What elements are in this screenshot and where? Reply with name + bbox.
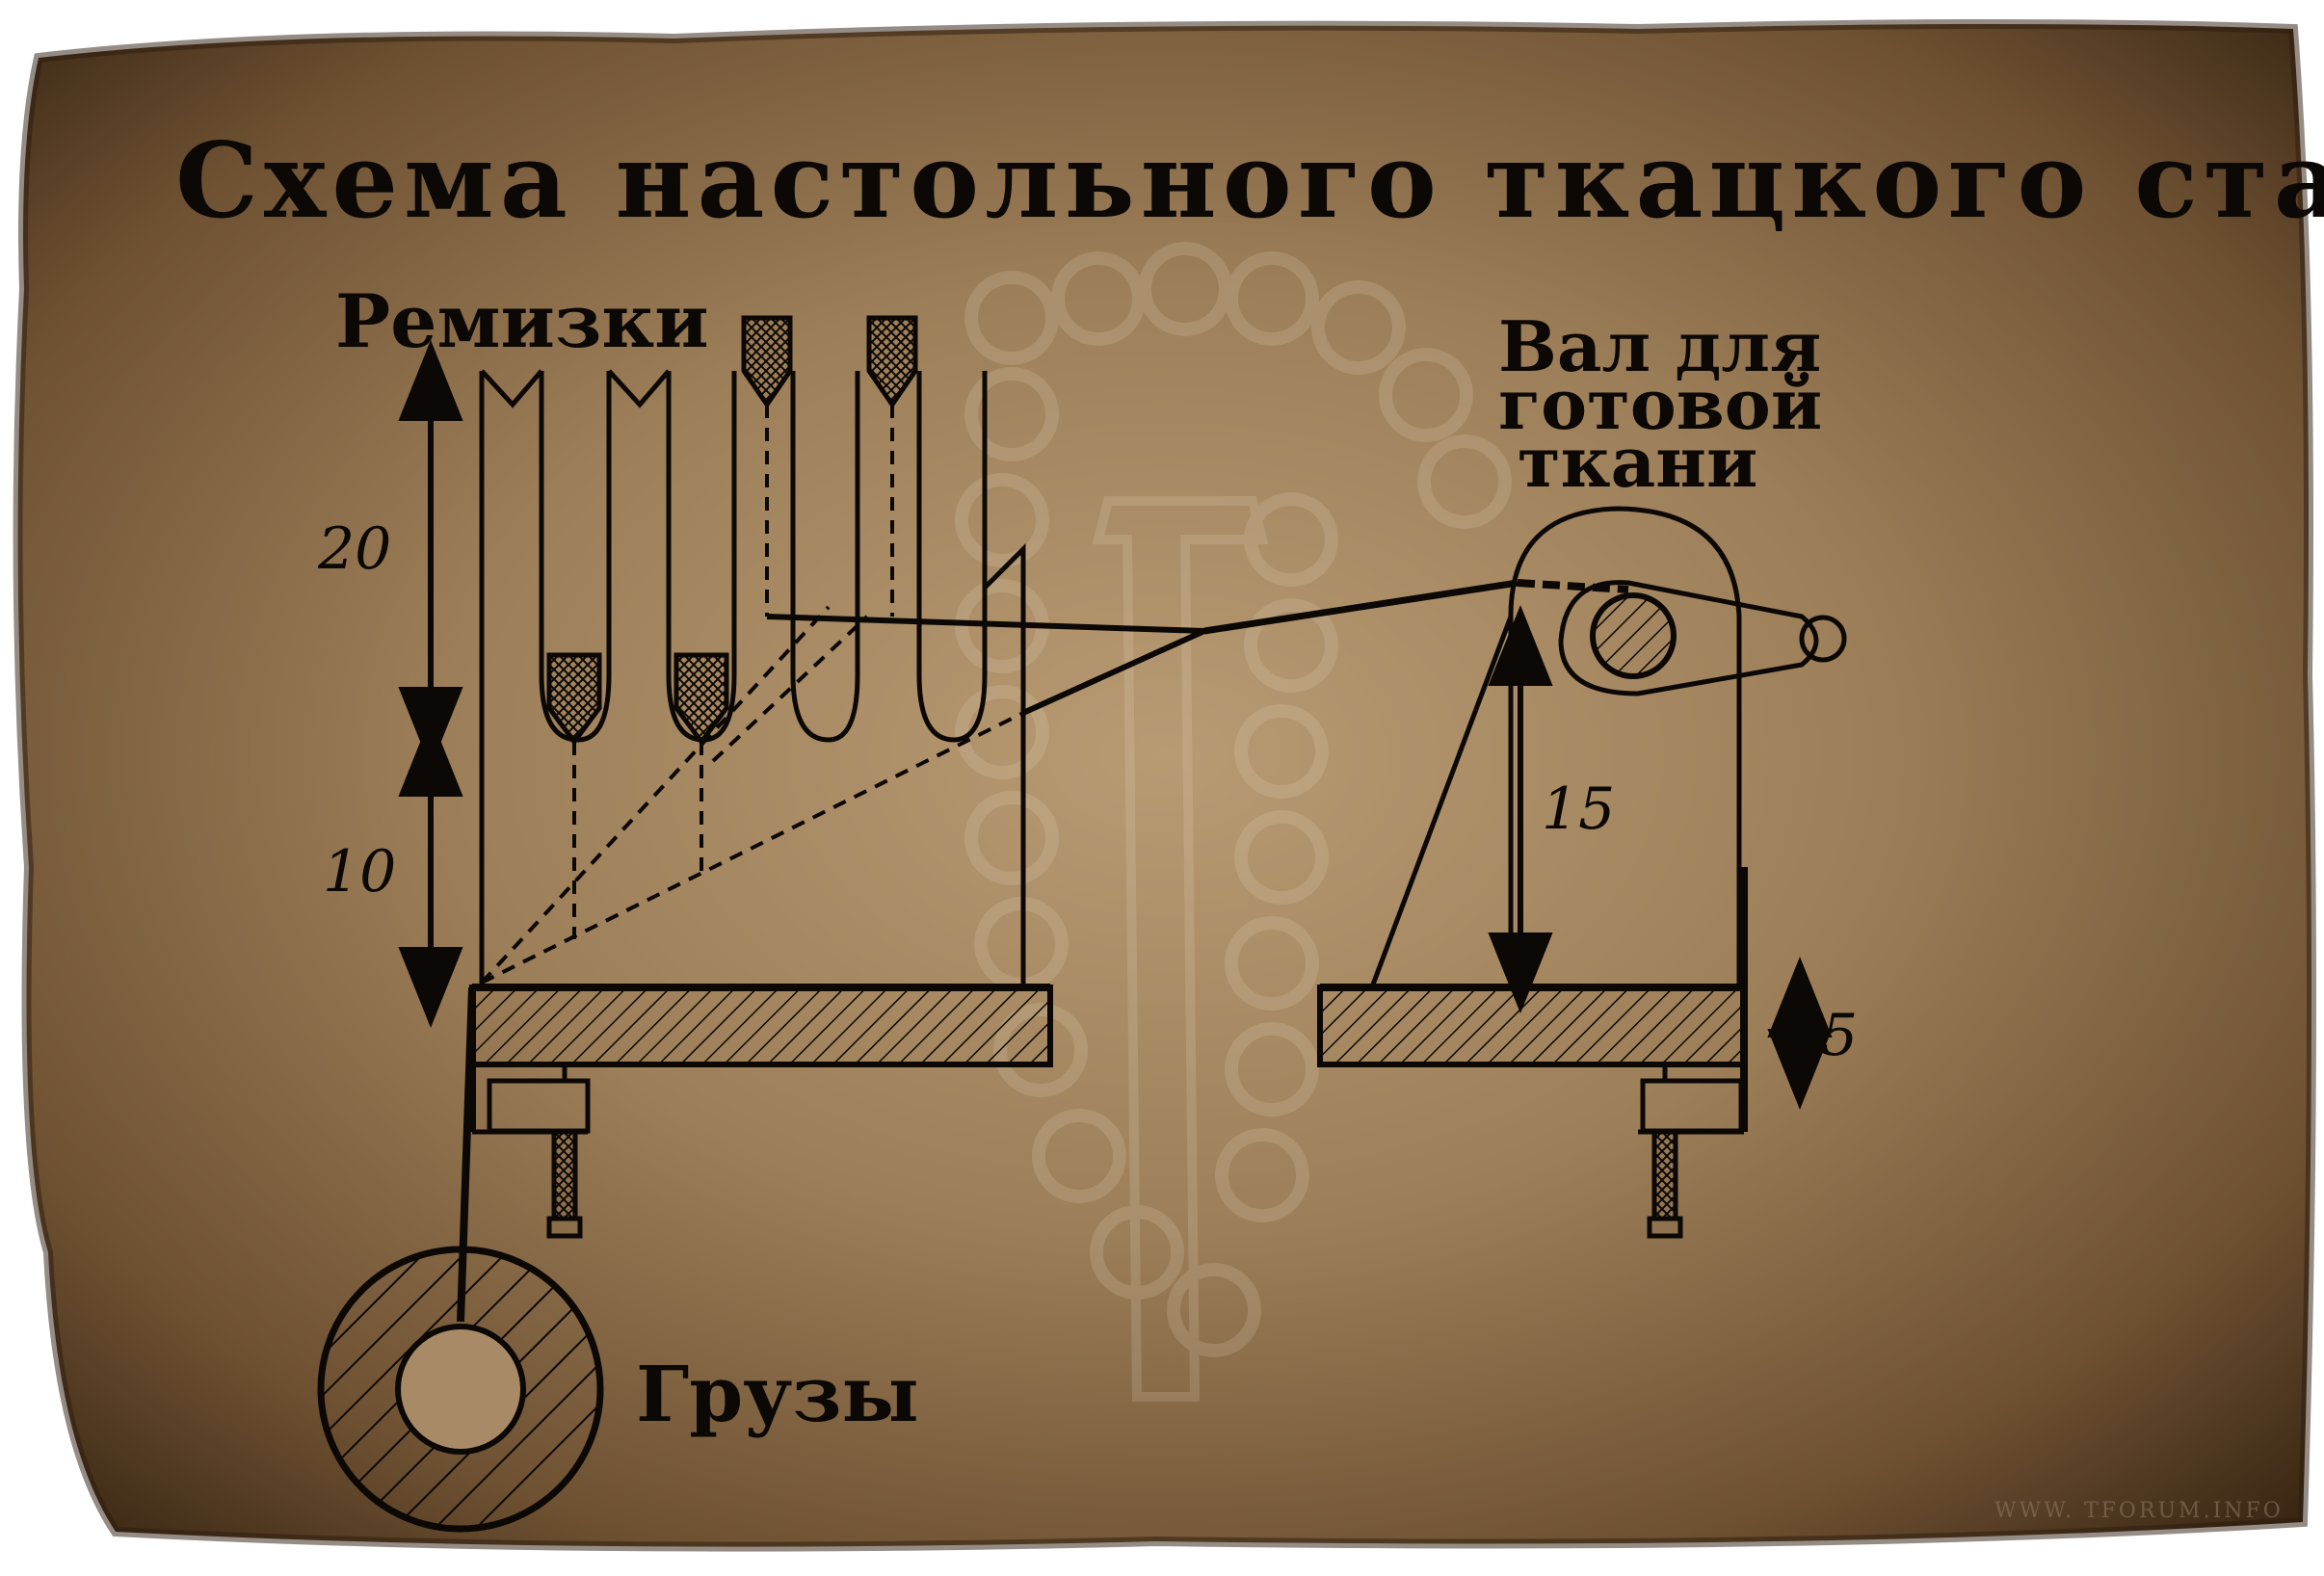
heddle-blocks — [546, 315, 918, 747]
label-cloth-beam-line3: ткани — [1518, 421, 1757, 503]
heddle-block-4 — [866, 315, 918, 409]
dim-15-label: 15 — [1542, 775, 1615, 843]
dim-10-label: 10 — [323, 838, 396, 906]
dim-5-label: 5 — [1821, 1002, 1858, 1069]
cloth-beam-housing — [1370, 506, 1847, 985]
label-heddles: Ремизки — [335, 278, 709, 364]
paper-sheet — [17, 24, 2311, 1547]
dim-20-label: 20 — [317, 515, 391, 583]
dashed-lines — [480, 405, 1024, 985]
warp-threads — [766, 579, 1629, 716]
table-boards — [469, 984, 1747, 1067]
label-cloth-beam-line1: Вал для — [1498, 305, 1821, 387]
label-weights: Грузы — [636, 1349, 919, 1439]
diagram-title: Схема настольного ткацкого станка. — [175, 120, 2324, 242]
heddle-block-1 — [546, 652, 602, 747]
cloth-beam-roller — [1590, 592, 1677, 679]
right-clamp — [1638, 867, 1748, 1239]
cloth-beam-lever — [1558, 580, 1819, 696]
lever-end — [1799, 615, 1847, 663]
weight-ring — [317, 1246, 604, 1533]
paper-edge-shade — [13, 19, 2316, 1552]
site-watermark: WWW. TFORUM.INFO — [1994, 1499, 2284, 1523]
heddle-block-3 — [741, 315, 793, 409]
heddle-block-2 — [673, 652, 729, 747]
chain-watermark — [955, 242, 1512, 1402]
dimension-arrows — [398, 340, 1833, 1110]
table-board-left — [469, 985, 1053, 1067]
table-board-right — [1317, 985, 1747, 1067]
label-cloth-beam-line2: готовой — [1498, 363, 1822, 445]
